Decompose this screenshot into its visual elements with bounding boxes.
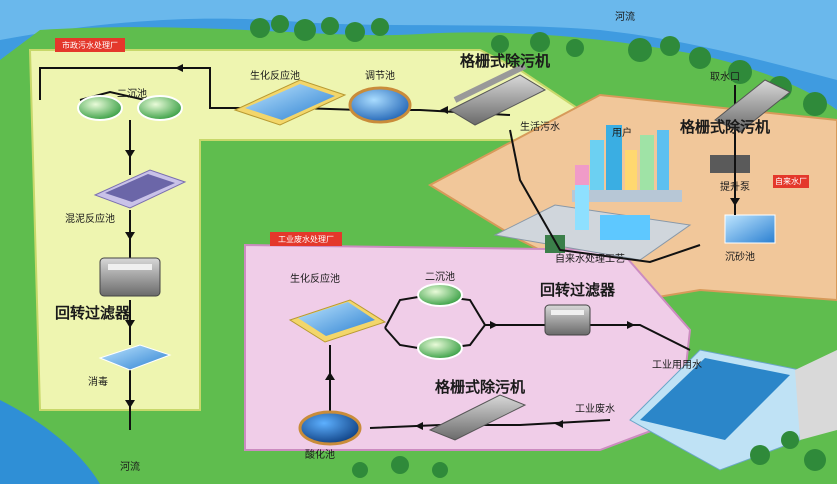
- water-plant-sign-text: 自来水厂: [775, 176, 807, 186]
- bio-reactor-top: [233, 79, 347, 126]
- rotary-filter-right: [544, 304, 591, 336]
- grit-tank-label: 沉砂池: [725, 250, 755, 263]
- grate-machine-bottom-label: 格栅式除污机: [435, 378, 525, 396]
- equalization-tank-label: 调节池: [365, 69, 395, 82]
- bio-reactor-bottom: [288, 299, 387, 343]
- ind-plant-sign-text: 工业废水处理厂: [278, 234, 334, 244]
- tap-water-facility: [493, 155, 776, 261]
- secondary-clarifier-bottom: [417, 283, 463, 360]
- acidification-tank: [298, 410, 362, 446]
- river-bottom-left: [0, 400, 100, 484]
- industrial-wastewater-label: 工业废水: [575, 402, 615, 415]
- city-buildings: [572, 125, 682, 202]
- secondary-clarifier-top: [77, 95, 183, 121]
- disinfection-label: 消毒: [88, 375, 108, 388]
- river-top-label: 河流: [615, 10, 635, 23]
- lift-pump-label: 提升泵: [720, 181, 750, 193]
- rotary-filter-right-label: 回转过滤器: [540, 281, 616, 299]
- river-top: [0, 0, 837, 80]
- industrial-water-label: 工业用用水: [652, 359, 702, 371]
- bio-reactor-bottom-label: 生化反应池: [290, 272, 340, 285]
- intake-label: 取水口: [710, 71, 740, 83]
- equalization-tank: [348, 86, 412, 124]
- tap-water-process-label: 自来水处理工艺: [555, 252, 625, 265]
- grate-machine-top-label: 格栅式除污机: [460, 52, 550, 70]
- grate-machine-right-label: 格栅式除污机: [680, 118, 770, 136]
- grate-machine-right: [714, 79, 791, 133]
- secondary-clarifier-top-label: 二沉池: [117, 87, 147, 100]
- grate-machine-bottom: [428, 394, 527, 441]
- water-plant-sign: 自来水厂: [773, 175, 809, 188]
- city-plant-sign-text: 市政污水处理厂: [62, 40, 118, 50]
- secondary-clarifier-bottom-label: 二沉池: [425, 270, 455, 283]
- bio-reactor-top-label: 生化反应池: [250, 69, 300, 82]
- factory-building: [629, 349, 837, 471]
- city-plant-sign: 市政污水处理厂: [55, 38, 125, 52]
- domestic-water-label: 生活污水: [520, 120, 560, 133]
- residential-label: 用户: [612, 126, 632, 139]
- sludge-reactor-label: 混泥反应池: [65, 212, 115, 225]
- rotary-filter-left: [99, 257, 161, 297]
- river-bottom-label: 河流: [120, 460, 140, 473]
- rotary-filter-left-label: 回转过滤器: [55, 304, 131, 322]
- park-area: [352, 431, 826, 478]
- grate-machine-top: [448, 63, 547, 126]
- disinfection-tank: [98, 344, 172, 371]
- sludge-reactor: [93, 169, 187, 209]
- ind-plant-sign: 工业废水处理厂: [270, 232, 342, 246]
- acidification-tank-label: 酸化池: [305, 448, 335, 461]
